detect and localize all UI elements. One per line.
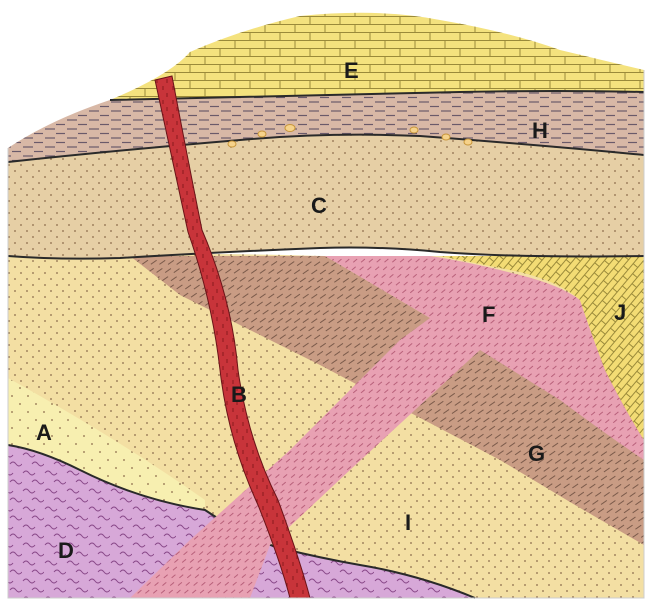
label-h: H [532,118,548,143]
label-d: D [58,538,74,563]
label-e: E [344,58,359,83]
label-i: I [405,510,411,535]
label-a: A [36,420,52,445]
label-f: F [482,302,495,327]
label-j: J [614,300,626,325]
label-c: C [311,193,327,218]
label-b: B [231,382,247,407]
label-g: G [528,441,545,466]
